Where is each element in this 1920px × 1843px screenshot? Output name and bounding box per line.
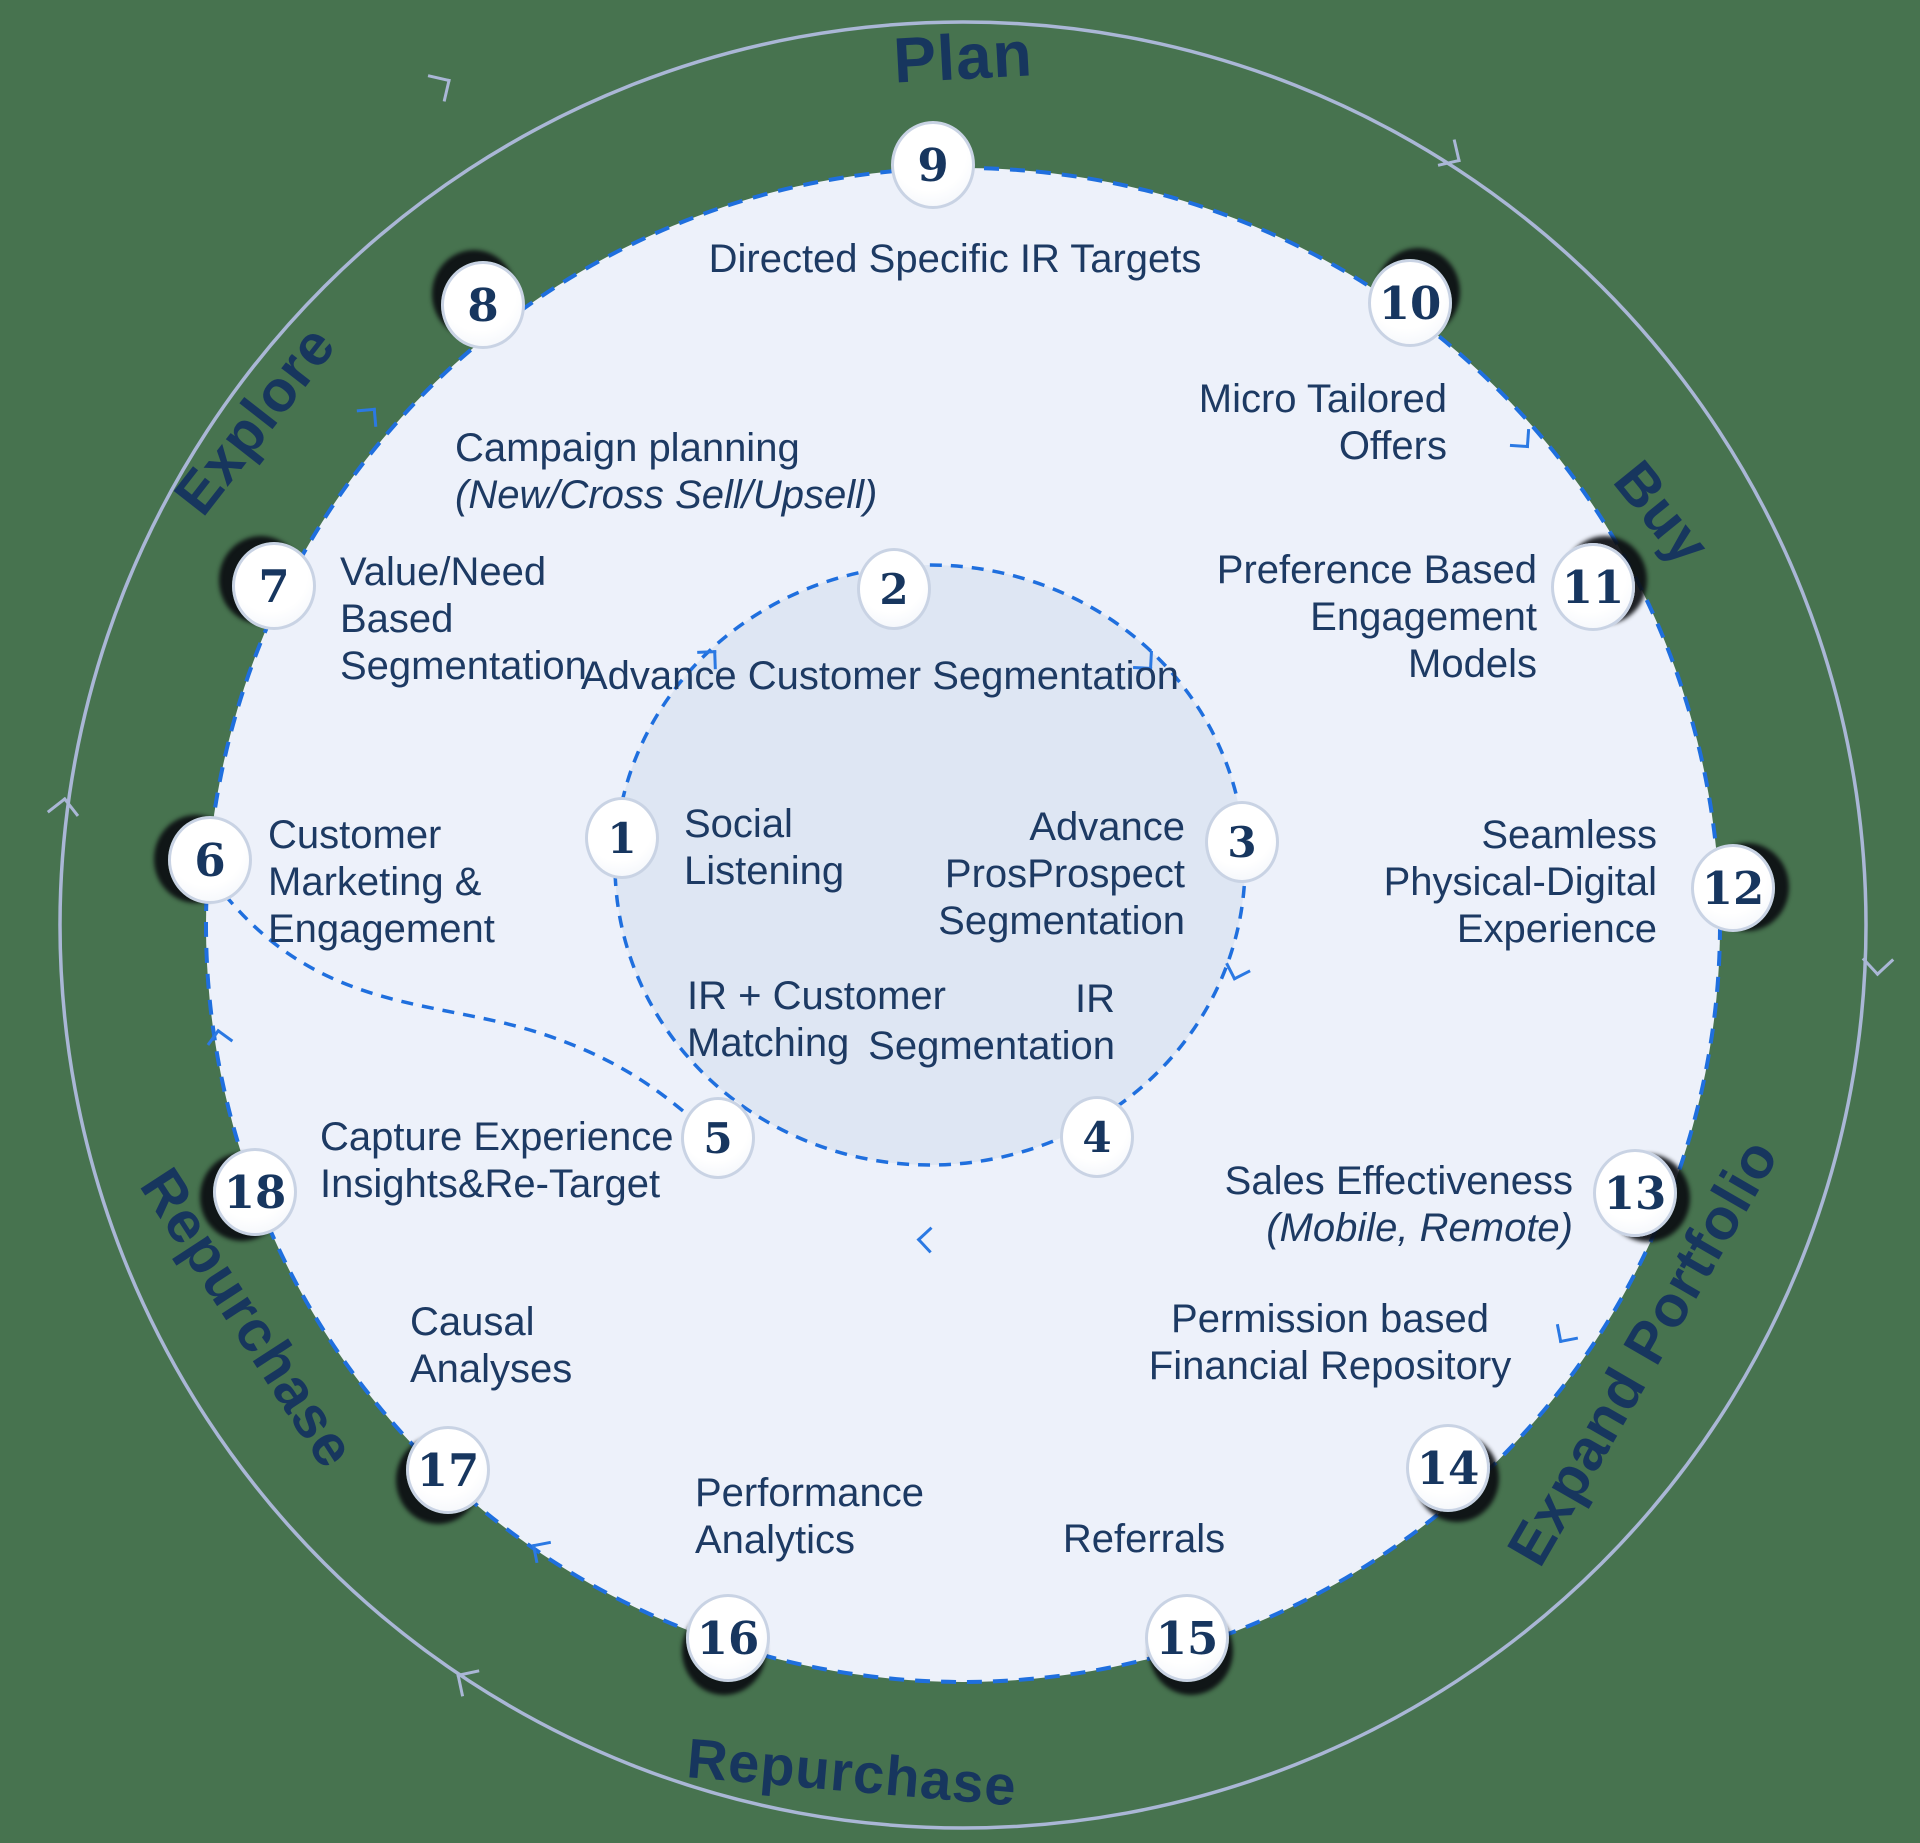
step-badge-12: 12 [1691,844,1775,932]
step-badge-16: 16 [686,1594,770,1682]
step-number: 17 [416,1443,480,1497]
step-number: 4 [1082,1112,1112,1162]
step-number: 11 [1561,560,1625,614]
step-number: 13 [1603,1166,1667,1220]
outer-ring-circle [58,20,1868,1830]
step-label-18: Capture Experience Insights&Re-Target [320,1115,674,1206]
step-label-9: Directed Specific IR Targets [708,237,1202,281]
step-badge-5: 5 [681,1097,755,1179]
step-badge-17: 17 [406,1426,490,1514]
step-badge-9: 9 [891,121,975,209]
step-label-1: Social Listening [684,802,845,893]
step-number: 10 [1378,276,1442,330]
step-label-15: Referrals [1062,1517,1226,1561]
step-label-5: IR + Customer Matching [687,974,946,1065]
step-badge-13: 13 [1593,1149,1677,1237]
step-badge-14: 14 [1406,1424,1490,1512]
journey-arrow-16-17 [531,1540,555,1564]
step-label-12: Seamless Physical-Digital Experience [1383,813,1657,951]
step-label-11: Preference Based Engagement Models [1216,548,1537,686]
step-badge-11: 11 [1551,543,1635,631]
ring-arrow-bottom-left [456,1669,484,1697]
step-label-16: Performance Analytics [695,1471,924,1562]
step-badge-3: 3 [1205,801,1279,883]
step-number: 5 [703,1113,733,1163]
step-label-13: Sales Effectiveness(Mobile, Remote) [1225,1111,1573,1299]
stage-label-plan: Plan [891,17,1035,97]
step-label-7: Value/Need Based Segmentation [340,550,587,688]
loop-connector-path [223,893,705,1130]
step-number: 14 [1416,1441,1480,1495]
step-number: 7 [258,559,290,613]
step-badge-7: 7 [232,542,316,630]
step-badge-2: 2 [857,548,931,630]
step-number: 9 [917,138,949,192]
step-badge-8: 8 [441,261,525,349]
step-label-text: Campaign planning [455,426,800,470]
step-number: 2 [879,564,909,614]
step-label-10: Micro Tailored Offers [1198,377,1447,468]
step-number: 12 [1701,861,1765,915]
step-badge-15: 15 [1145,1594,1229,1682]
step-badge-10: 10 [1368,259,1452,347]
step-label-2: Advance Customer Segmentation [580,654,1180,698]
step-label-4: IR Segmentation [868,977,1115,1068]
step-label-text: Sales Effectiveness [1224,1159,1573,1203]
journey-arrow-10-11 [1509,427,1531,449]
step-label-6: Customer Marketing & Engagement [268,813,495,951]
step-label-3: Advance ProsProspect Segmentation [938,805,1185,943]
step-label-note: (New/Cross Sell/Upsell) [455,473,878,517]
step-number: 18 [223,1165,287,1219]
step-label-8: Campaign planning(New/Cross Sell/Upsell) [455,378,877,566]
step-label-14: Permission based Financial Repository [1148,1297,1512,1388]
step-number: 3 [1227,817,1257,867]
step-number: 8 [467,278,499,332]
step-number: 1 [607,813,637,863]
step-number: 15 [1155,1611,1219,1665]
step-badge-6: 6 [168,816,252,904]
step-label-17: Causal Analyses [410,1300,573,1391]
step-number: 16 [696,1611,760,1665]
step-badge-18: 18 [213,1148,297,1236]
step-label-note: (Mobile, Remote) [1266,1206,1573,1250]
step-badge-1: 1 [585,797,659,879]
step-number: 6 [194,833,226,887]
step-badge-4: 4 [1060,1096,1134,1178]
journey-arrow-13-14 [1555,1320,1579,1344]
journey-arrow-7-8 [356,407,378,429]
